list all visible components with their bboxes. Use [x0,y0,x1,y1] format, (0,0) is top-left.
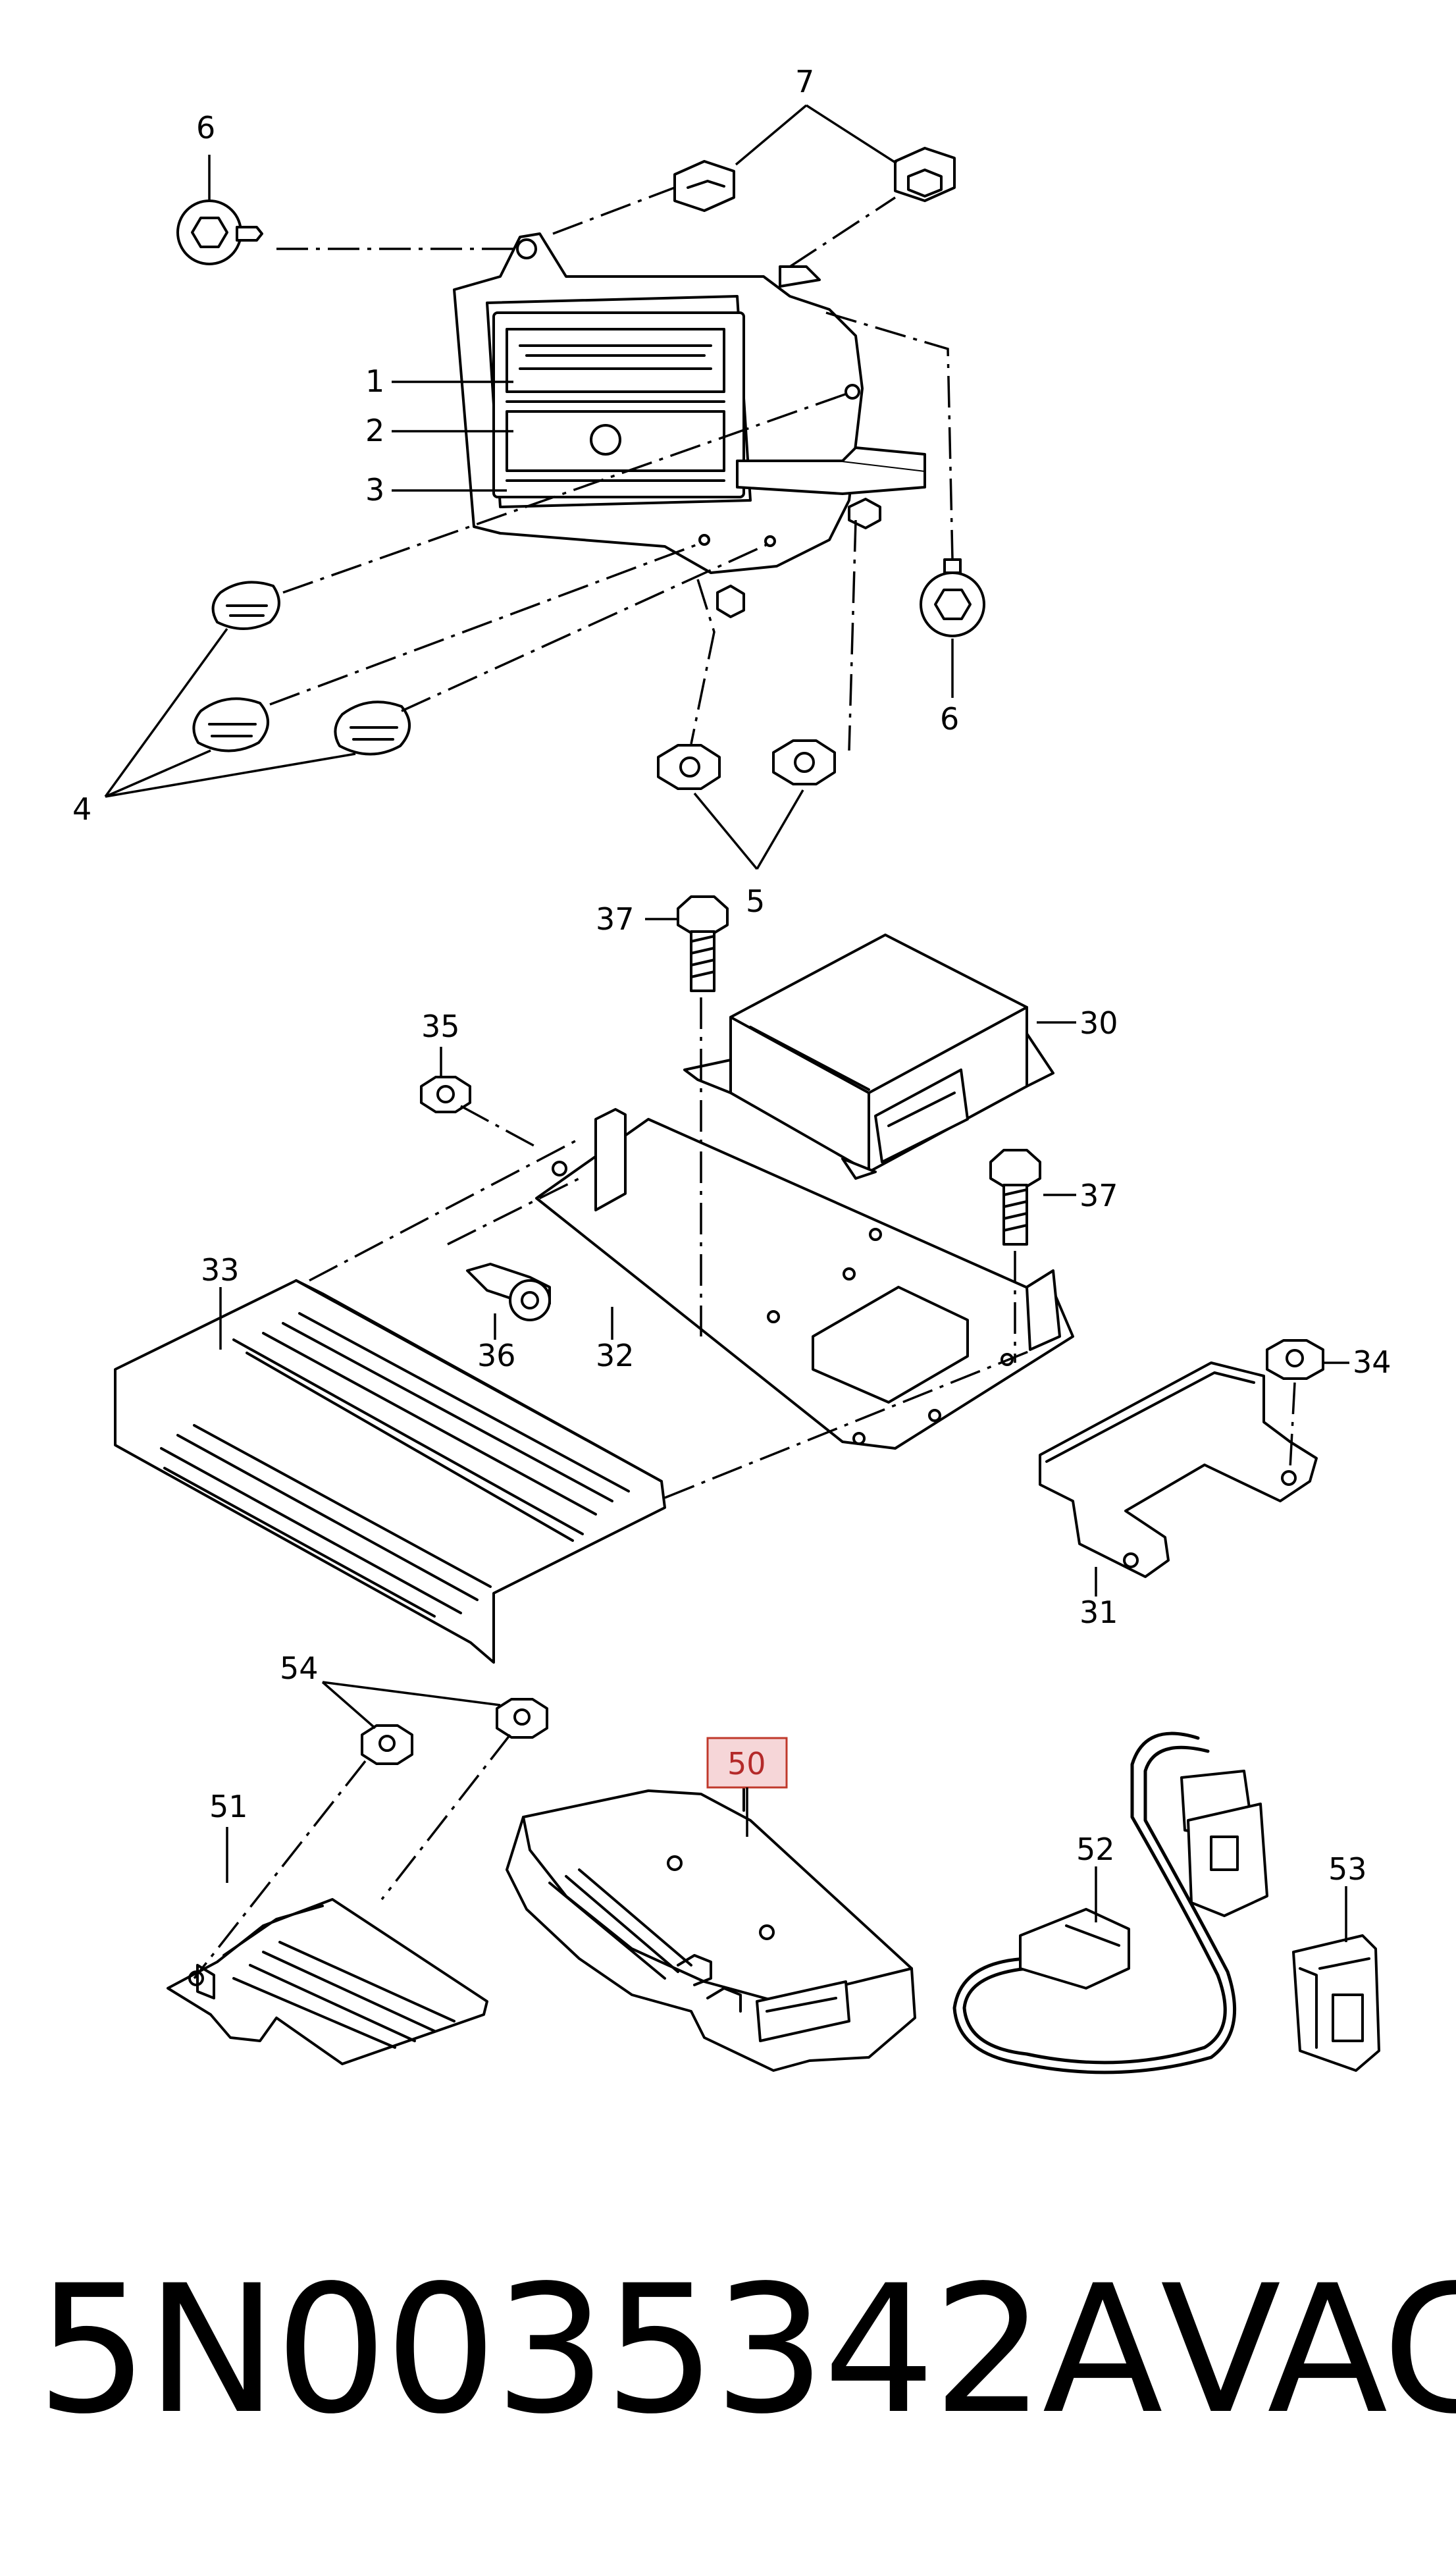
nut-34 [1266,1339,1324,1380]
callout-numbers: 6 7 1 2 3 6 4 5 37 30 35 37 33 34 36 32 … [72,64,1391,1887]
bolts-37 [677,895,1041,1246]
callout-54: 54 [280,1650,319,1686]
callout-34: 34 [1353,1344,1391,1380]
clip-fasteners [192,581,411,756]
callout-6b: 6 [940,701,959,737]
bracket-31 [1039,1361,1318,1578]
bushings-7 [673,147,956,212]
leader-lines-bottom [226,1681,1347,1942]
callout-50: 50 [727,1746,766,1782]
callout-32: 32 [596,1338,635,1373]
nuts-54 [361,1698,548,1765]
callout-53: 53 [1328,1851,1367,1887]
callout-35: 35 [421,1009,460,1044]
callout-52: 52 [1076,1832,1115,1867]
callout-6a: 6 [196,110,215,145]
alignment-lines-top [269,186,954,751]
bolt-36 [466,1263,551,1321]
callout-4: 4 [72,791,91,827]
part-number: 5N0035342A [36,2248,1163,2453]
brand-label: VAG [1160,2248,1456,2453]
alignment-lines-bottom [193,1733,511,1980]
callout-5: 5 [746,884,765,919]
callout-1: 1 [365,363,384,399]
cover-33 [114,1279,666,1664]
holder-51 [167,1898,488,2065]
cable-52 [952,1731,1268,2074]
mounting-plate-32 [535,1108,1074,1450]
connector-53 [1292,1934,1380,2072]
part-caption: 5N0035342A VAG [36,2248,1456,2453]
alignment-lines-middle [309,997,1296,1499]
callout-33: 33 [201,1252,240,1288]
callout-50-highlight [706,1737,788,1837]
callout-36: 36 [477,1338,516,1373]
callout-37a: 37 [596,901,635,937]
callout-31: 31 [1079,1595,1118,1630]
callout-37b: 37 [1079,1178,1118,1213]
callout-51: 51 [209,1789,248,1824]
callout-3: 3 [365,472,384,508]
leader-lines-middle [219,918,1349,1597]
callout-30: 30 [1079,1005,1118,1041]
nut-35 [420,1076,471,1113]
control-module-30 [683,934,1054,1180]
head-unit-assembly [453,232,926,618]
callout-2: 2 [365,413,384,448]
leader-lines-top [104,104,954,870]
hex-nuts-5 [657,739,836,790]
callout-7: 7 [795,64,814,99]
control-unit-50 [506,1783,916,2072]
flange-bolts-6 [176,199,985,637]
